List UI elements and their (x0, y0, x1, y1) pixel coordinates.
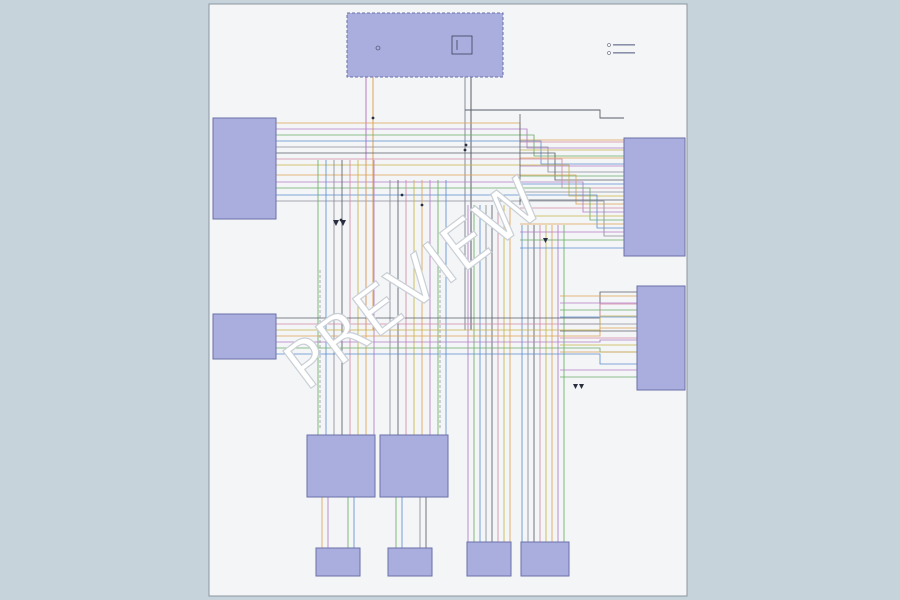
bottom-motor-module-3 (466, 541, 512, 577)
junction-dot (463, 148, 467, 152)
junction-dot (464, 143, 468, 147)
wire-13 (276, 181, 624, 213)
legend-marker-2 (607, 51, 611, 55)
junction-dot (339, 218, 343, 222)
wire-81 (465, 109, 624, 119)
wire-layer (276, 77, 637, 548)
legend (607, 43, 635, 55)
fuse-symbol (375, 45, 381, 51)
fuse-block-module (346, 12, 504, 78)
wire-50 (276, 303, 637, 325)
ground-symbols (333, 220, 584, 389)
relay-box (451, 35, 473, 55)
wire-10 (276, 158, 624, 189)
wire-55 (276, 353, 637, 365)
wire-51 (276, 315, 637, 331)
wire-8 (276, 146, 624, 173)
ground-symbol-2 (573, 384, 584, 389)
bottom-motor-module-1 (315, 547, 361, 577)
junction-dots (339, 116, 468, 222)
wire-5 (276, 128, 624, 149)
ground-symbol-1 (333, 220, 346, 226)
right-lower-module (636, 285, 686, 391)
wire-52 (276, 327, 637, 337)
junction-dot (400, 193, 404, 197)
junction-dot (420, 203, 424, 207)
center-right-switch-module (379, 434, 449, 498)
wire-15 (276, 194, 624, 229)
ground-symbol-3 (543, 238, 548, 243)
bottom-motor-module-2 (387, 547, 433, 577)
wire-9 (276, 152, 624, 181)
wire-16 (276, 200, 624, 237)
bottom-motor-module-4 (520, 541, 570, 577)
right-upper-module (623, 137, 686, 257)
left-lower-module (212, 313, 277, 360)
legend-line-2 (613, 52, 635, 54)
wire-53 (276, 339, 637, 343)
junction-dot (371, 116, 375, 120)
wire-11 (276, 164, 624, 197)
left-upper-module (212, 117, 277, 220)
wire-14 (276, 187, 624, 221)
legend-marker-1 (607, 43, 611, 47)
center-left-switch-module (306, 434, 376, 498)
legend-line-1 (613, 44, 635, 46)
wire-6 (276, 134, 624, 157)
wire-7 (276, 140, 624, 165)
wire-12 (276, 174, 624, 205)
